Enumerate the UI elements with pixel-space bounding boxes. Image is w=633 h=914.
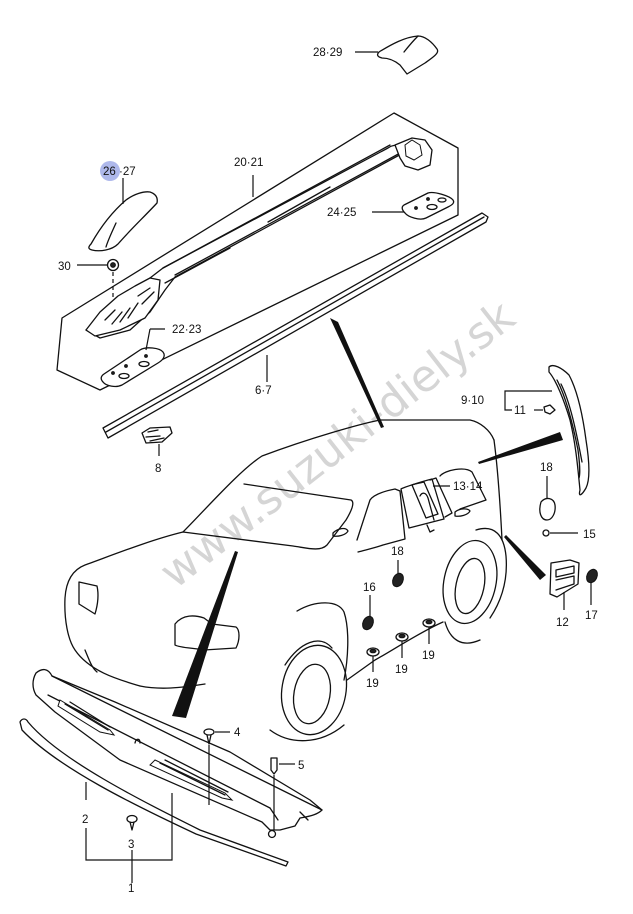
watermark: www.suzuki-diely.sk <box>150 290 525 598</box>
part-19-grommet-a[interactable] <box>366 647 380 657</box>
callout-16[interactable]: 16 <box>363 582 376 594</box>
callout-5[interactable]: 5 <box>298 760 304 772</box>
part-11-clip[interactable] <box>543 404 556 415</box>
callout-3[interactable]: 3 <box>128 839 134 851</box>
pointer-rear-quarter <box>478 432 563 464</box>
callout-26[interactable]: 26 <box>103 166 116 178</box>
pointer-roof <box>330 318 384 428</box>
vehicle-body <box>64 419 508 742</box>
pointer-fuel-lid <box>504 535 546 580</box>
callout-27[interactable]: ·27 <box>119 166 136 178</box>
leader-bracket-1 <box>85 782 173 883</box>
highlight-marker <box>100 161 120 181</box>
callout-19-a[interactable]: 19 <box>366 678 379 690</box>
part-6-7-roof-molding[interactable] <box>102 212 489 439</box>
part-28-29-rail-end-cover[interactable] <box>376 35 439 75</box>
callout-19-b[interactable]: 19 <box>395 664 408 676</box>
part-19-grommet-b[interactable] <box>395 632 409 642</box>
callout-15[interactable]: 15 <box>583 529 596 541</box>
callout-22-23[interactable]: 22·23 <box>172 324 201 336</box>
callout-30[interactable]: 30 <box>58 261 71 273</box>
part-22-23-rail-base-front[interactable] <box>100 347 165 388</box>
callout-18-lower[interactable]: 18 <box>391 546 404 558</box>
callout-28-29[interactable]: 28·29 <box>313 47 342 59</box>
part-1-cowl-seal[interactable] <box>19 718 289 867</box>
part-3-clip[interactable] <box>126 814 138 831</box>
callout-1[interactable]: 1 <box>128 883 134 895</box>
part-20-21-roof-rail[interactable] <box>85 137 433 339</box>
part-12-fuel-lid[interactable] <box>549 559 580 598</box>
callout-2[interactable]: 2 <box>82 814 88 826</box>
callout-20-21[interactable]: 20·21 <box>234 157 263 169</box>
part-4-clip[interactable] <box>203 728 215 745</box>
callout-17[interactable]: 17 <box>585 610 598 622</box>
part-15-grommet[interactable] <box>542 529 550 537</box>
roof-rail-inset-frame <box>56 112 459 391</box>
callout-19-c[interactable]: 19 <box>422 650 435 662</box>
leader-9-10 <box>504 390 552 411</box>
pointer-cowl <box>172 551 238 718</box>
part-17-plug[interactable] <box>585 568 600 585</box>
part-9-10-rear-quarter-trim[interactable] <box>548 364 590 496</box>
part-5-screw[interactable] <box>270 757 278 775</box>
callout-24-25[interactable]: 24·25 <box>327 207 356 219</box>
callout-11[interactable]: 11 <box>514 405 526 417</box>
callout-8[interactable]: 8 <box>155 463 161 475</box>
part-24-25-rail-base-rear[interactable] <box>401 191 455 220</box>
leader-22-23 <box>145 328 165 351</box>
part-8-molding-clip[interactable] <box>141 426 173 444</box>
callout-9-10[interactable]: 9·10 <box>461 395 484 407</box>
callout-13-14[interactable]: 13·14 <box>453 481 483 493</box>
part-18-plug-lower[interactable] <box>391 572 406 589</box>
callout-6-7[interactable]: 6·7 <box>255 385 272 397</box>
callout-12[interactable]: 12 <box>556 617 569 629</box>
part-2-cowl-top-panel[interactable] <box>32 668 323 839</box>
part-19-grommet-c[interactable] <box>422 618 436 628</box>
part-18-pad-upper[interactable] <box>539 497 556 521</box>
callout-4[interactable]: 4 <box>234 727 241 739</box>
callout-18-upper[interactable]: 18 <box>540 462 553 474</box>
part-26-27-rail-end-cover-front[interactable] <box>88 191 158 252</box>
part-16-plug[interactable] <box>361 615 376 632</box>
part-30-nut[interactable] <box>106 258 120 272</box>
